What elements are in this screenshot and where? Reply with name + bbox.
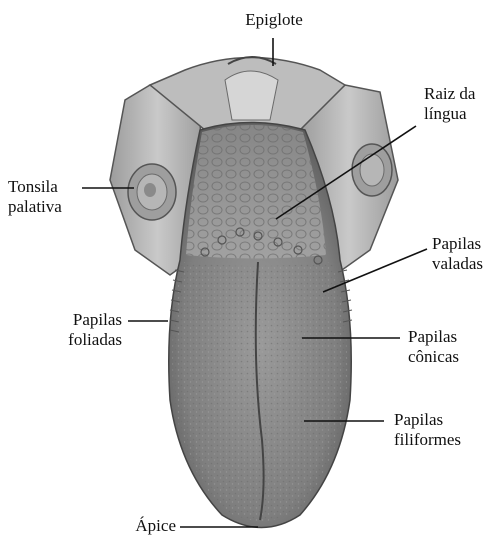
label-tonsila-palativa: Tonsila palativa (8, 177, 62, 217)
palatine-tonsil-right (352, 144, 392, 196)
palatine-tonsil-left (128, 164, 176, 220)
label-papilas-conicas: Papilas cônicas (408, 327, 459, 367)
label-raiz-da-lingua: Raiz da língua (424, 84, 475, 124)
tongue (169, 123, 352, 528)
label-apice: Ápice (100, 516, 176, 536)
label-papilas-valadas: Papilas valadas (432, 234, 483, 274)
label-epiglote: Epiglote (224, 10, 324, 30)
label-papilas-foliadas: Papilas foliadas (24, 310, 122, 350)
label-papilas-filiformes: Papilas filiformes (394, 410, 461, 450)
